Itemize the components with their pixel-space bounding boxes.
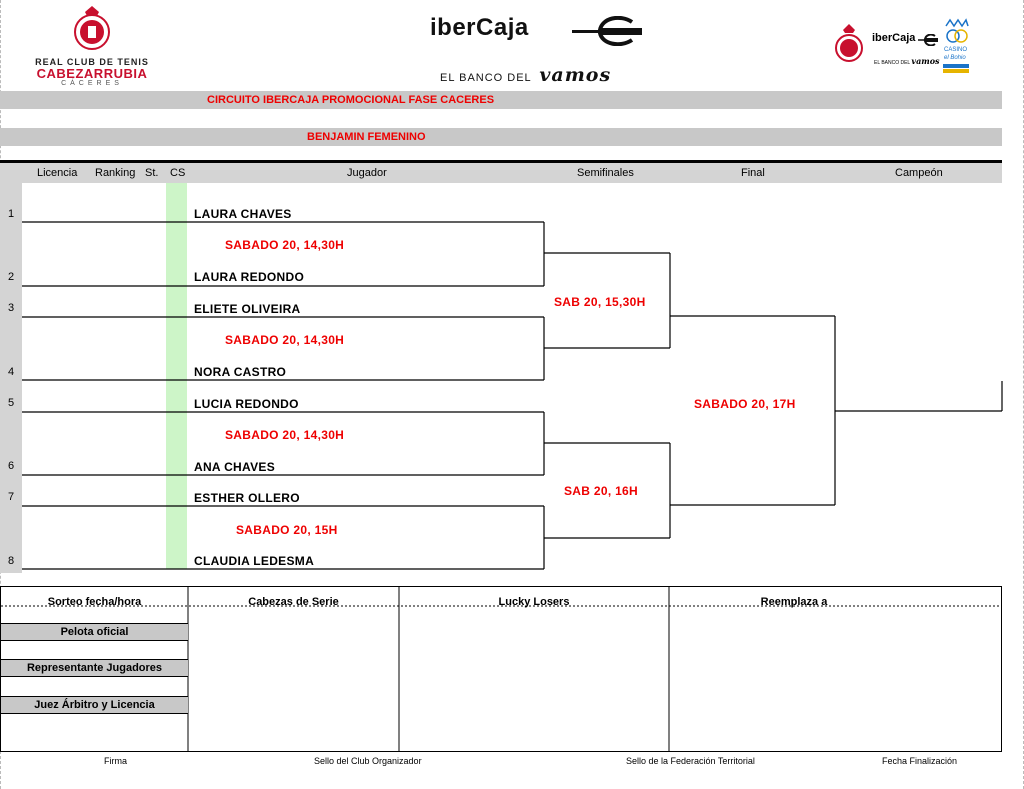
player-name: ESTHER OLLERO: [194, 491, 300, 505]
player-number: 3: [8, 302, 15, 314]
club-small-shield-icon: [835, 24, 863, 62]
footer-pelota: Pelota oficial: [1, 623, 188, 641]
small-sponsor-tagline: EL BANCO DEL vamos: [874, 56, 940, 66]
player-name: LAURA REDONDO: [194, 270, 305, 284]
footer-reemplaza: Reemplaza a: [760, 596, 828, 608]
player-name: CLAUDIA LEDESMA: [194, 554, 315, 568]
final-schedule: SABADO 20, 17H: [694, 397, 796, 411]
player-name: LUCIA REDONDO: [194, 397, 299, 411]
player-name: ELIETE OLIVEIRA: [194, 302, 301, 316]
tournament-category: BENJAMIN FEMENINO: [307, 131, 426, 143]
sponsor-logo: iberCaja EL BANCO DEL vamos: [430, 14, 660, 86]
footer-representante: Representante Jugadores: [1, 659, 188, 677]
casino-name: CASINO: [944, 47, 968, 53]
player-number: 7: [8, 491, 15, 503]
small-sponsor-mark-icon: [918, 34, 938, 46]
sponsor-tagline-prefix: EL BANCO DEL: [440, 72, 532, 84]
player-number: 4: [8, 366, 15, 378]
signature-date: Fecha Finalización: [882, 756, 958, 766]
player-number: 8: [8, 555, 15, 567]
club-shield-icon: [74, 6, 110, 50]
col-jugador: Jugador: [347, 167, 387, 179]
club-city: CÁCERES: [61, 80, 123, 87]
partner-logos: iberCaja EL BANCO DEL vamos CASINO el Bo…: [832, 16, 982, 76]
footer-sorteo: Sorteo fecha/hora: [47, 596, 142, 608]
signature-firma: Firma: [104, 756, 127, 766]
match-schedule: SABADO 20, 14,30H: [225, 428, 345, 442]
category-band: BENJAMIN FEMENINO: [0, 128, 1002, 146]
match-schedule: SABADO 20, 15H: [236, 523, 338, 537]
cs-column-highlight: [166, 183, 187, 569]
col-final: Final: [741, 167, 765, 179]
small-tagline-word: vamos: [911, 56, 940, 66]
tournament-title: CIRCUITO IBERCAJA PROMOCIONAL FASE CACER…: [207, 94, 495, 106]
semifinal-schedule: SAB 20, 16H: [564, 484, 638, 498]
draw-number-column: [0, 183, 22, 573]
match-schedule: SABADO 20, 14,30H: [225, 238, 345, 252]
player-number: 1: [8, 208, 15, 220]
tournament-title-band: CIRCUITO IBERCAJA PROMOCIONAL FASE CACER…: [0, 91, 1002, 109]
sponsor-tagline-word: vamos: [539, 64, 612, 86]
draw-bracket: [22, 221, 1003, 570]
footer-juez: Juez Árbitro y Licencia: [1, 696, 188, 714]
semifinal-schedule: SAB 20, 15,30H: [554, 295, 646, 309]
signature-federation: Sello de la Federación Territorial: [626, 756, 755, 766]
casino-wave-icon: [943, 64, 969, 73]
draw-column-headers: Licencia Ranking St. CS Jugador Semifina…: [0, 163, 1002, 183]
sponsor-mark-icon: [572, 16, 642, 46]
col-licencia: Licencia: [37, 167, 78, 179]
casino-subname: el Bohio: [944, 55, 966, 61]
casino-logo-icon: [945, 18, 969, 43]
player-number: 2: [8, 271, 15, 283]
club-logo: REAL CLUB DE TENIS CABEZARRUBIA CÁCERES: [22, 4, 162, 87]
signature-club: Sello del Club Organizador: [314, 756, 422, 766]
small-sponsor-name: iberCaja: [872, 32, 916, 44]
col-st: St.: [145, 167, 159, 179]
draw-footer-table: [0, 586, 1002, 752]
sponsor-tagline: EL BANCO DEL vamos: [440, 64, 611, 86]
player-number: 6: [8, 460, 15, 472]
club-name-line2: CABEZARRUBIA: [36, 66, 148, 81]
player-name: NORA CASTRO: [194, 365, 287, 379]
col-ranking: Ranking: [95, 167, 136, 179]
footer-grid: [1, 586, 1001, 752]
small-tagline-prefix: EL BANCO DEL: [874, 60, 911, 66]
match-schedule: SABADO 20, 14,30H: [225, 333, 345, 347]
club-name-line1: REAL CLUB DE TENIS: [35, 57, 149, 67]
player-name: LAURA CHAVES: [194, 207, 292, 221]
footer-cabezas: Cabezas de Serie: [248, 596, 339, 608]
col-semifinales: Semifinales: [577, 167, 634, 179]
col-campeon: Campeón: [895, 167, 943, 179]
player-number: 5: [8, 397, 15, 409]
player-name: ANA CHAVES: [194, 460, 276, 474]
sponsor-name: iberCaja: [430, 14, 529, 41]
col-cs: CS: [170, 167, 186, 179]
footer-lucky-losers: Lucky Losers: [498, 596, 570, 608]
draw-top-rule: [0, 160, 1002, 163]
